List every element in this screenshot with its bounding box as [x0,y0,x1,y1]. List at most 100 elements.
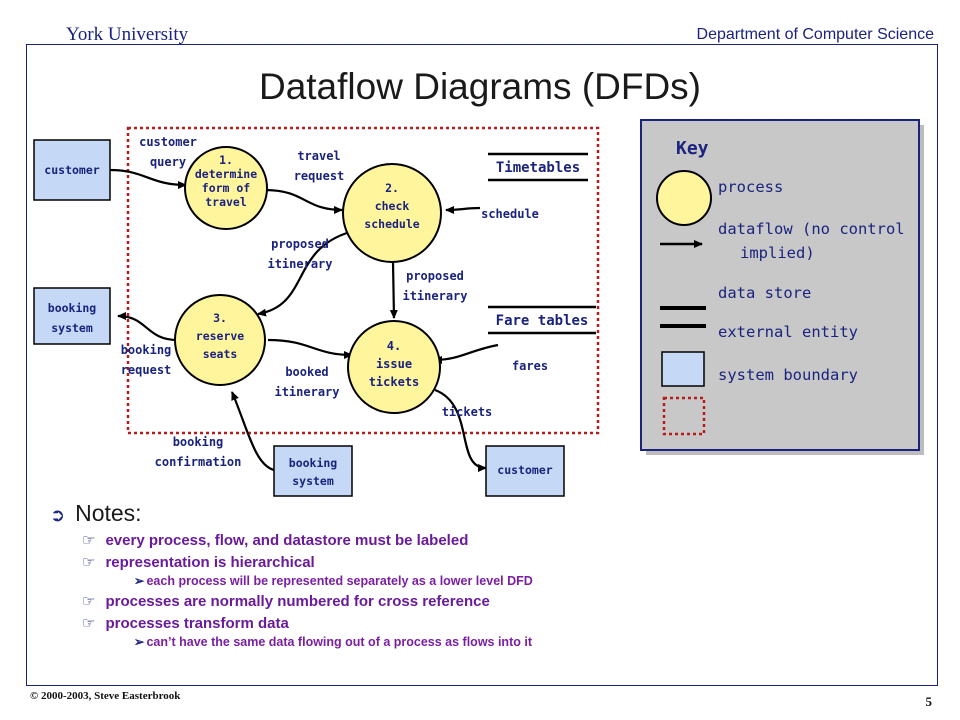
key-item-label: process [718,178,783,196]
process-reserve-seats [174,294,266,386]
triangle-bullet-icon: ➢ [134,635,145,649]
copyright: © 2000-2003, Steve Easterbrook [30,690,181,702]
key-item-label-line: data store [718,284,811,302]
entity-label-line: customer [44,163,99,177]
flow-label-line: booked [285,365,328,379]
flow-label-line: tickets [442,405,493,419]
entity-booking-system-bottom [273,445,353,497]
note-item: ☞processes are normally numbered for cro… [82,593,490,610]
flow-label-line: request [294,169,345,183]
entity-label: customer [44,163,99,177]
slide-frame [26,44,938,686]
university-name: York University [66,24,189,45]
flow-label-line: itinerary [267,257,332,271]
flow-label-line: proposed [406,269,464,283]
note-item: ☞representation is hierarchical [82,554,315,571]
process-label-line: issue [376,357,412,371]
hand-bullet-icon: ☞ [82,615,96,632]
flow-label-line: customer [139,135,197,149]
process-label: 3. reserve seats [196,311,245,361]
flow-label-line: itinerary [274,385,339,399]
process-label-line: seats [203,347,238,361]
key-item-label: data store [718,284,811,302]
key-title: Key [676,138,709,159]
notes-section: ➲Notes: ☞every process, flow, and datast… [50,500,750,649]
flow-fares [433,343,499,364]
process-label: 4. issue tickets [369,339,420,389]
key-item-label: external entity [718,323,858,341]
process-label-line: form of [202,181,251,195]
entity-label-line: booking [289,456,338,470]
key-process-symbol [656,170,712,226]
process-label: 2. check schedule [364,181,419,231]
process-label-line: 2. [385,181,399,195]
flow-label-line: schedule [481,207,539,221]
flow-tickets [434,388,487,472]
entity-customer-right [485,445,565,497]
process-label-line: schedule [364,217,419,231]
flow-travel-request [264,188,343,214]
key-entity-symbol [661,351,705,387]
entity-label: customer [497,463,552,477]
entity-label-line: customer [497,463,552,477]
store-timetables: Timetables [488,152,588,182]
flow-label: booked itinerary [274,365,339,399]
note-item: ☞every process, flow, and datastore must… [82,532,469,549]
process-label-line: 4. [387,339,401,353]
flow-booking-confirmation [230,391,275,472]
page-number: 5 [925,694,933,709]
flow-label: booking confirmation [155,435,242,469]
store-label: Timetables [496,160,580,176]
entity-label-line: booking [48,301,97,315]
flow-label-line: request [121,363,172,377]
key-item-label-line: external entity [718,323,858,341]
process-label-line: travel [205,195,247,209]
key-item-label: dataflow (no control implied) [718,220,905,262]
process-label-line: reserve [196,329,245,343]
flow-label-line: booking [121,343,172,357]
note-item: ☞processes transform data [82,615,289,632]
flow-label-line: confirmation [155,455,242,469]
hand-bullet-icon: ☞ [82,532,96,549]
notes-heading: ➲Notes: [50,500,142,526]
note-subitem: ➢each process will be represented separa… [134,574,533,588]
slide-title: Dataflow Diagrams (DFDs) [258,66,701,107]
key-item-label-line: process [718,178,783,196]
flow-label-line: itinerary [402,289,467,303]
process-label-line: tickets [369,375,420,389]
triangle-bullet-icon: ➢ [134,574,145,588]
key-item-label-line: dataflow (no control [718,220,905,238]
store-label: Fare tables [496,313,589,329]
process-label-line: 3. [213,311,227,325]
arrow-bullet-icon: ➲ [50,505,66,525]
process-check-schedule [342,163,442,263]
flow-label-line: booking [173,435,224,449]
flow-label-line: proposed [271,237,329,251]
flow-proposed-itinerary-2-4 [389,261,398,319]
flow-schedule [445,205,481,214]
process-label-line: check [375,199,410,213]
flow-label-line: query [150,155,186,169]
key-item-label: system boundary [718,366,858,384]
key-boundary-symbol [662,396,706,436]
store-fare-tables: Fare tables [488,305,596,335]
entity-customer-left [33,139,111,201]
flow-booking-request [117,312,179,342]
flow-proposed-itinerary-2-3 [257,230,351,317]
flow-label-line: fares [512,359,548,373]
flow-label: customer query [139,135,197,169]
process-determine-form-of-travel [184,146,268,230]
flow-label: proposed itinerary [267,237,332,271]
flow-label: schedule [481,207,539,221]
system-boundary [126,126,600,435]
flow-customer-query [109,168,187,189]
note-subitem: ➢can’t have the same data flowing out of… [134,635,532,649]
process-label-line: 1. [219,153,233,167]
key-item-label-line: implied) [740,244,815,262]
process-issue-tickets [347,320,441,414]
